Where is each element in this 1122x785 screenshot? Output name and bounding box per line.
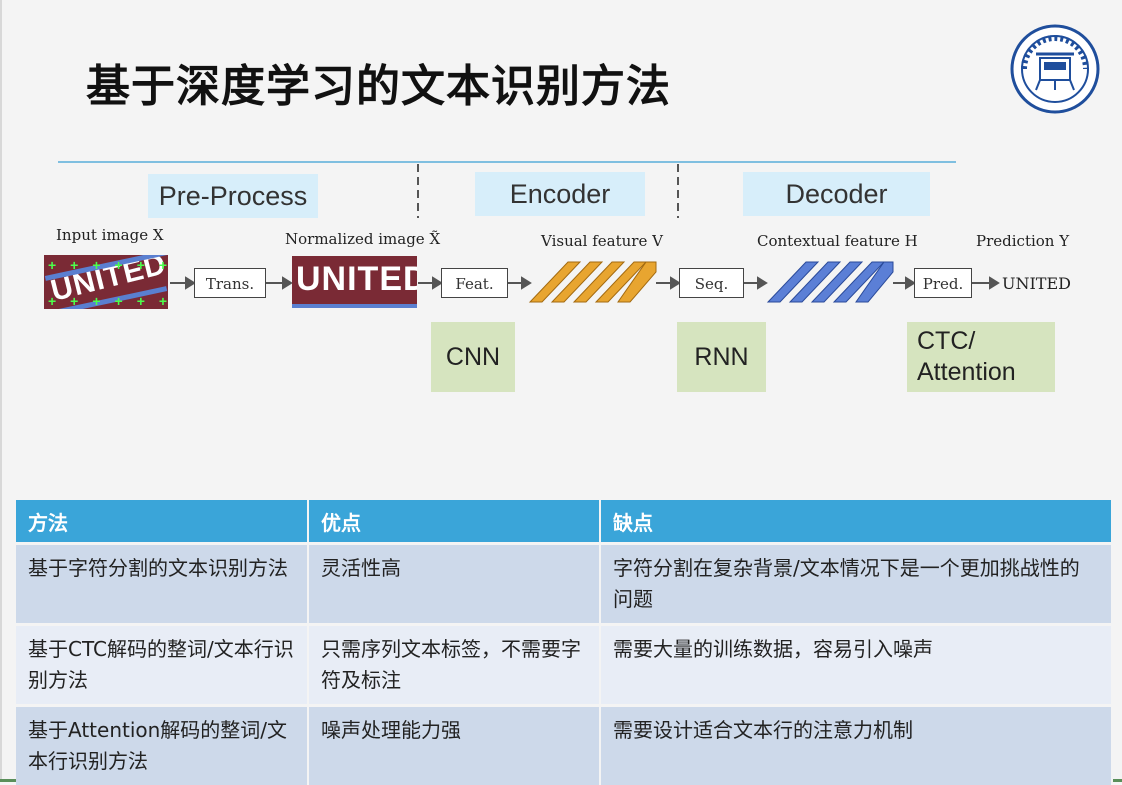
table-cell-method: 基于Attention解码的整词/文本行识别方法 [16,706,308,785]
stage-encoder: Encoder [475,172,645,216]
table-cell-advantage: 噪声处理能力强 [308,706,600,785]
table-cell-method: 基于CTC解码的整词/文本行识别方法 [16,625,308,706]
table-row: 基于CTC解码的整词/文本行识别方法 只需序列文本标签，不需要字符及标注 需要大… [16,625,1112,706]
ctc-attention-module: CTC/ Attention [907,322,1055,392]
table-header-row: 方法 优点 缺点 [16,500,1112,544]
prediction-output: UNITED [1002,274,1071,293]
table-cell-disadvantage: 需要大量的训练数据，容易引入噪声 [600,625,1112,706]
pred-box: Pred. [914,268,972,298]
prediction-label: Prediction Y [976,232,1069,250]
table-header-advantage: 优点 [308,500,600,544]
input-image: UNITED ++++++ ++++++ [44,255,168,309]
table-cell-method: 基于字符分割的文本识别方法 [16,544,308,625]
table-cell-disadvantage: 字符分割在复杂背景/文本情况下是一个更加挑战性的问题 [600,544,1112,625]
table-cell-advantage: 只需序列文本标签，不需要字符及标注 [308,625,600,706]
fiducial-points: ++++++ [48,257,168,273]
visual-feature-slabs [530,262,656,302]
visual-feature-label: Visual feature V [541,232,663,250]
table-cell-disadvantage: 需要设计适合文本行的注意力机制 [600,706,1112,785]
university-seal-logo [1010,24,1100,114]
normalized-image: UNITED [292,256,417,308]
table-header-disadvantage: 缺点 [600,500,1112,544]
table-header-method: 方法 [16,500,308,544]
contextual-feature-label: Contextual feature H [757,232,918,250]
feat-box: Feat. [441,268,508,298]
cnn-module: CNN [431,322,515,392]
input-image-label: Input image X [56,226,164,244]
attention-label: Attention [917,357,1045,388]
methods-comparison-table: 方法 优点 缺点 基于字符分割的文本识别方法 灵活性高 字符分割在复杂背景/文本… [16,500,1113,785]
seq-box: Seq. [679,268,744,298]
rnn-module: RNN [677,322,766,392]
table-row: 基于字符分割的文本识别方法 灵活性高 字符分割在复杂背景/文本情况下是一个更加挑… [16,544,1112,625]
stage-decoder: Decoder [743,172,930,216]
table-cell-advantage: 灵活性高 [308,544,600,625]
slide-title: 基于深度学习的文本识别方法 [86,50,671,114]
ctc-label: CTC/ [917,326,1045,357]
stage-pre-process: Pre-Process [148,174,318,218]
table-row: 基于Attention解码的整词/文本行识别方法 噪声处理能力强 需要设计适合文… [16,706,1112,785]
fiducial-points: ++++++ [48,293,168,309]
trans-box: Trans. [194,268,266,298]
normalized-image-label: Normalized image X̃ [285,230,440,248]
contextual-feature-slabs [768,262,893,302]
normalized-image-text: UNITED [296,260,417,299]
